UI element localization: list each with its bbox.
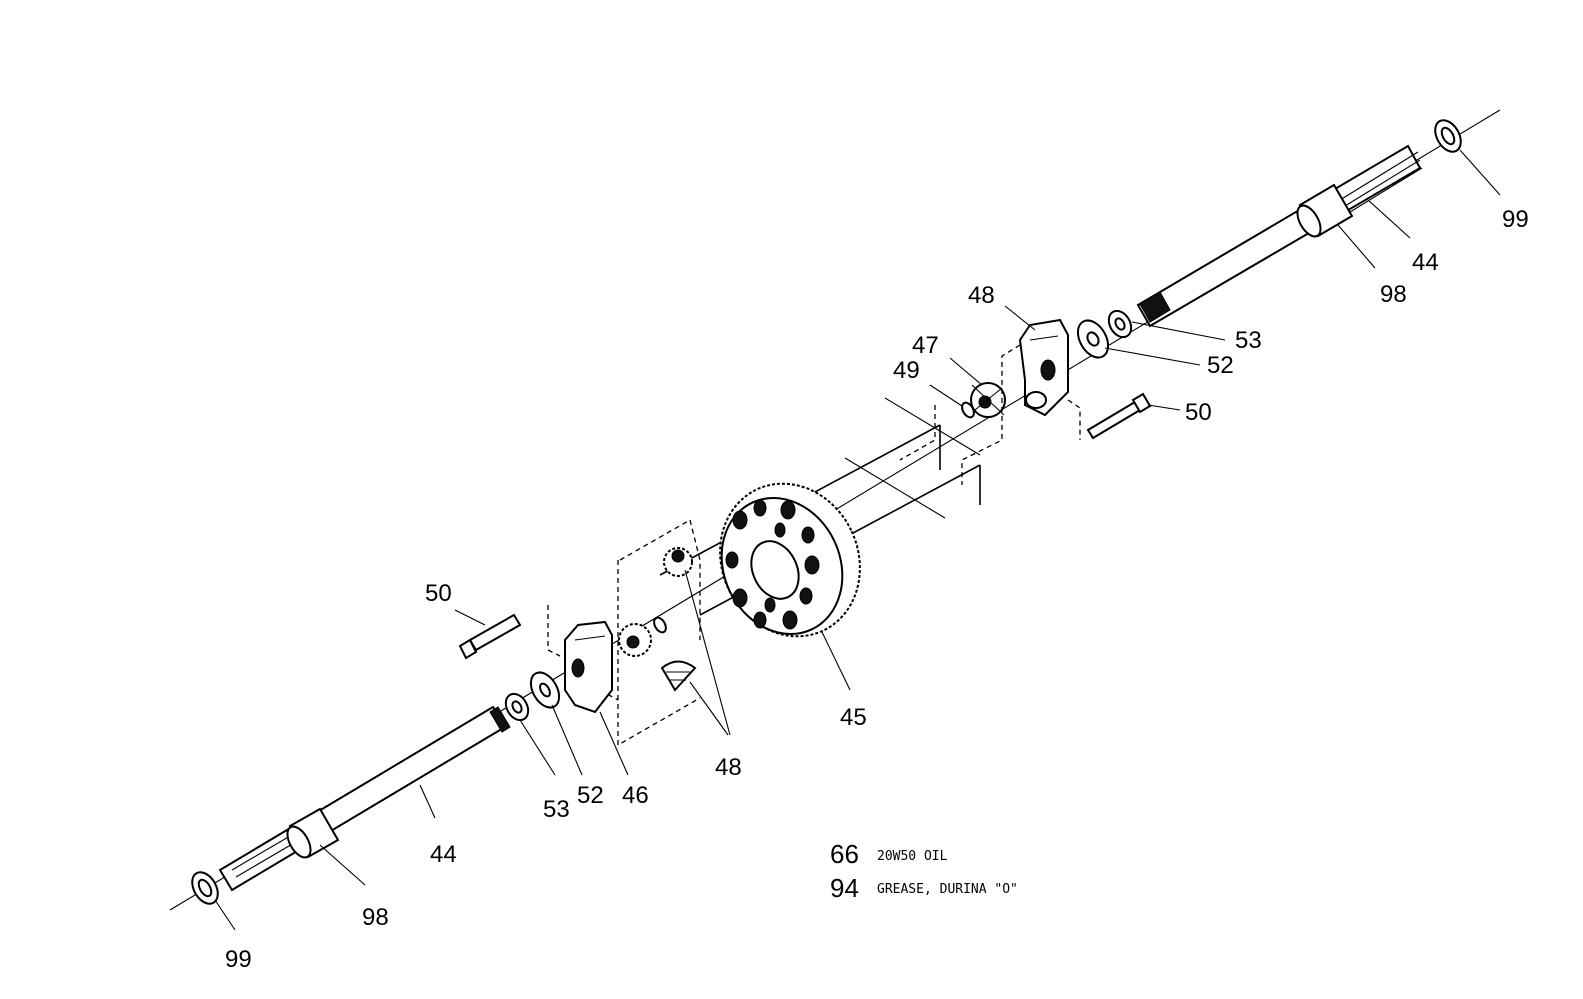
callout-44-right: 44 [1412,249,1439,276]
callout-49: 49 [893,357,920,384]
right-washer-52 [1076,319,1110,359]
left-ring-49 [653,616,667,634]
left-end-washer [191,871,219,905]
callout-44-left: 44 [430,841,457,868]
callout-48-bottom: 48 [715,754,742,781]
left-bevel-pinion [618,623,652,657]
right-axle-shaft [1136,144,1423,328]
callout-labels: 99 44 98 53 52 50 48 47 49 50 45 48 53 5… [225,206,1529,973]
right-bolt [1086,392,1152,440]
left-washer-52 [529,671,561,709]
callout-47: 47 [912,332,939,359]
left-axle-shaft [218,705,511,892]
callout-45: 45 [840,704,867,731]
note-text-grease: GREASE, DURINA "O" [877,882,1018,897]
left-bushing [286,807,340,859]
right-washer-53 [1107,309,1133,339]
left-bolt [458,613,522,660]
leader-lines [214,149,1501,931]
left-carrier-block [564,620,613,714]
callout-53-right: 53 [1235,327,1262,354]
right-carrier-block [1018,318,1069,417]
ring-gear [719,482,861,638]
right-end-washer [1434,119,1462,153]
spider-gear-lower [660,660,697,692]
callout-98-right: 98 [1380,281,1407,308]
callout-53-left: 53 [543,796,570,823]
callout-48-top: 48 [968,282,995,309]
right-bevel-gear [970,382,1006,418]
callout-98-left: 98 [362,904,389,931]
callout-52-left: 52 [577,782,604,809]
spider-gear-upper [663,547,693,577]
callout-52-right: 52 [1207,352,1234,379]
note-number-94: 94 [830,873,859,903]
callout-99-right: 99 [1502,206,1529,233]
callout-50-right: 50 [1185,399,1212,426]
callout-50-left: 50 [425,580,452,607]
left-washer-53 [504,692,530,722]
notes-legend: 66 20W50 OIL 94 GREASE, DURINA "O" [830,839,1018,903]
ring-gear-holes [725,499,820,630]
callout-99-left: 99 [225,946,252,973]
right-bushing [1296,183,1354,238]
note-number-66: 66 [830,839,859,869]
note-text-oil: 20W50 OIL [877,849,948,864]
right-ring-49 [961,401,975,419]
callout-46: 46 [622,782,649,809]
